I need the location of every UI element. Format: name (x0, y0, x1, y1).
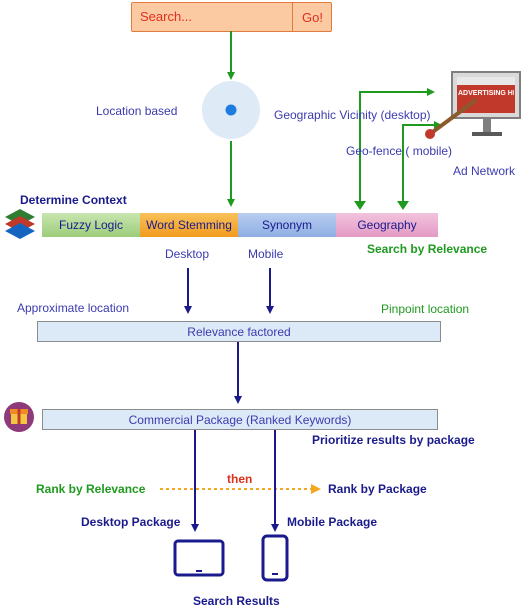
context-bar-word-stemming: Word Stemming (140, 213, 238, 237)
search-input[interactable]: Search... (140, 9, 193, 24)
desktop-label: Desktop (165, 247, 210, 261)
location-dot-icon (225, 104, 237, 116)
commercial-package-box: Commercial Package (Ranked Keywords) (42, 409, 438, 430)
prioritize-label: Prioritize results by package (312, 433, 475, 447)
rank-by-relevance-label: Rank by Relevance (36, 482, 146, 496)
pinpoint-location-label: Pinpoint location (381, 302, 470, 316)
arrowhead-vicinity-down (354, 201, 366, 210)
billboard-icon (425, 71, 521, 139)
billboard-text: ADVERTISING HERE (458, 90, 514, 97)
geographic-vicinity-label: Geographic Vicinity (desktop) (274, 108, 431, 122)
relevance-factored-label: Relevance factored (187, 324, 291, 339)
arrow-fence-to-ad (402, 121, 442, 208)
approximate-location-label: Approximate location (17, 301, 130, 315)
mobile-package-label: Mobile Package (287, 515, 378, 529)
determine-context-label: Determine Context (20, 193, 127, 207)
rank-by-package-label: Rank by Package (328, 482, 427, 496)
layers-icon (5, 209, 35, 239)
location-based-label: Location based (96, 104, 178, 118)
arrow-vicinity-to-ad (359, 88, 435, 208)
search-bar: Search... Go! (131, 2, 332, 32)
context-bar-geography: Geography (336, 213, 438, 237)
arrowhead-fence-down (397, 201, 409, 210)
then-label: then (227, 472, 253, 486)
mobile-label: Mobile (248, 247, 284, 261)
commercial-package-label: Commercial Package (Ranked Keywords) (128, 412, 352, 427)
ad-network-label: Ad Network (453, 164, 516, 178)
go-button[interactable]: Go! (292, 3, 332, 31)
search-results-label: Search Results (193, 594, 280, 608)
phone-icon (261, 534, 289, 582)
tablet-icon (173, 539, 225, 577)
search-by-relevance-label: Search by Relevance (367, 242, 488, 256)
context-bar-fuzzy-logic: Fuzzy Logic (42, 213, 140, 237)
gift-icon (4, 402, 34, 432)
geo-fence-label: Geo-fence ( mobile) (346, 144, 453, 158)
desktop-package-label: Desktop Package (81, 515, 181, 529)
context-bar-synonym: Synonym (238, 213, 336, 237)
relevance-factored-box: Relevance factored (37, 321, 441, 342)
